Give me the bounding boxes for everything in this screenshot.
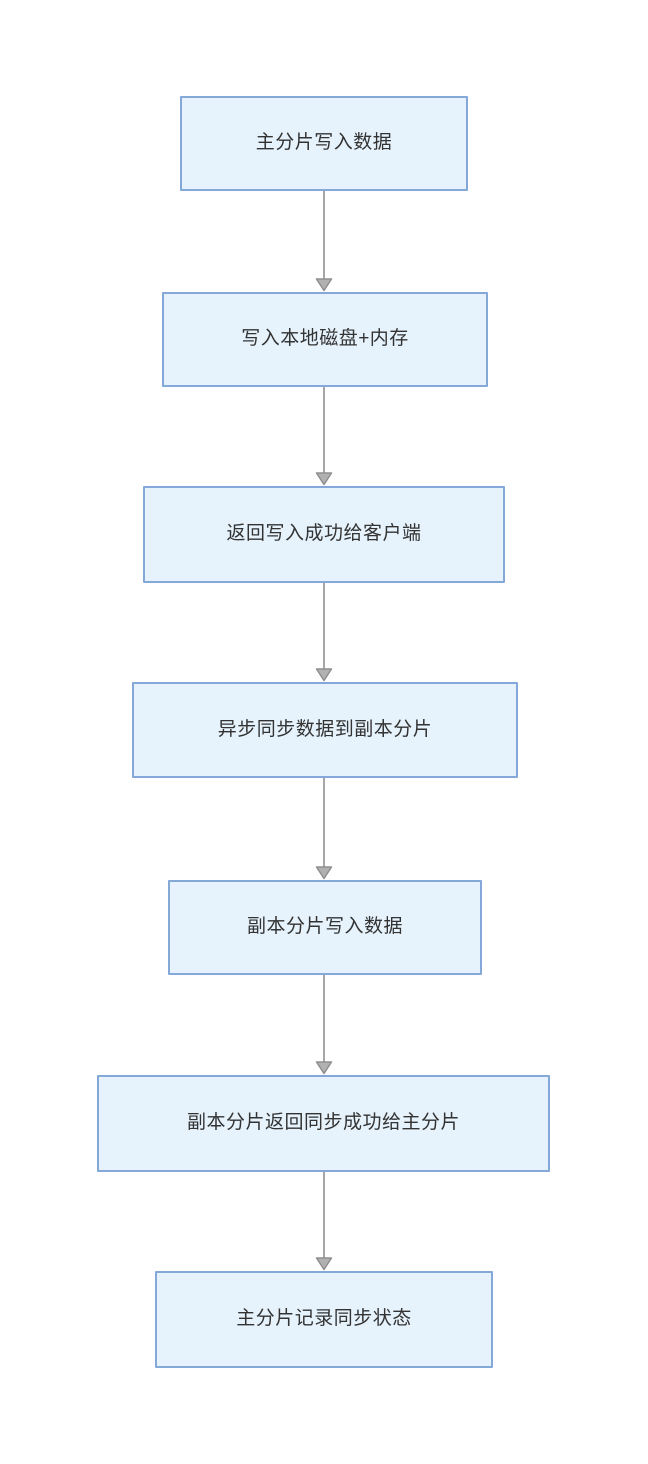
flow-node-label: 主分片记录同步状态 [236,1308,412,1330]
flow-node-label: 副本分片写入数据 [246,916,403,938]
arrow-line [323,975,325,1062]
flow-node-async-sync-to-replica: 异步同步数据到副本分片 [132,682,518,778]
connector-arrow-1 [315,191,333,292]
flow-node-label: 主分片写入数据 [255,132,393,154]
arrow-line [323,778,325,867]
arrow-down-icon [315,278,333,292]
arrow-down-icon [315,1257,333,1271]
arrow-line [323,387,325,473]
arrow-down-icon [315,1061,333,1075]
flow-node-label: 返回写入成功给客户端 [226,523,422,545]
connector-arrow-3 [315,583,333,682]
flow-node-primary-shard-write: 主分片写入数据 [180,96,468,191]
flow-node-primary-record-sync-state: 主分片记录同步状态 [155,1271,493,1368]
flow-node-label: 写入本地磁盘+内存 [241,328,409,350]
flow-node-label: 副本分片返回同步成功给主分片 [186,1112,460,1134]
connector-arrow-4 [315,778,333,880]
connector-arrow-5 [315,975,333,1075]
flow-node-return-success-to-client: 返回写入成功给客户端 [143,486,505,583]
flow-node-replica-shard-write: 副本分片写入数据 [168,880,482,975]
flow-node-replica-return-sync-success: 副本分片返回同步成功给主分片 [97,1075,550,1172]
flow-node-write-local-disk-memory: 写入本地磁盘+内存 [162,292,488,387]
flow-node-label: 异步同步数据到副本分片 [217,718,433,740]
arrow-line [323,583,325,669]
arrow-down-icon [315,472,333,486]
connector-arrow-2 [315,387,333,486]
arrow-line [323,191,325,279]
arrow-down-icon [315,866,333,880]
arrow-line [323,1172,325,1258]
arrow-down-icon [315,668,333,682]
connector-arrow-6 [315,1172,333,1271]
